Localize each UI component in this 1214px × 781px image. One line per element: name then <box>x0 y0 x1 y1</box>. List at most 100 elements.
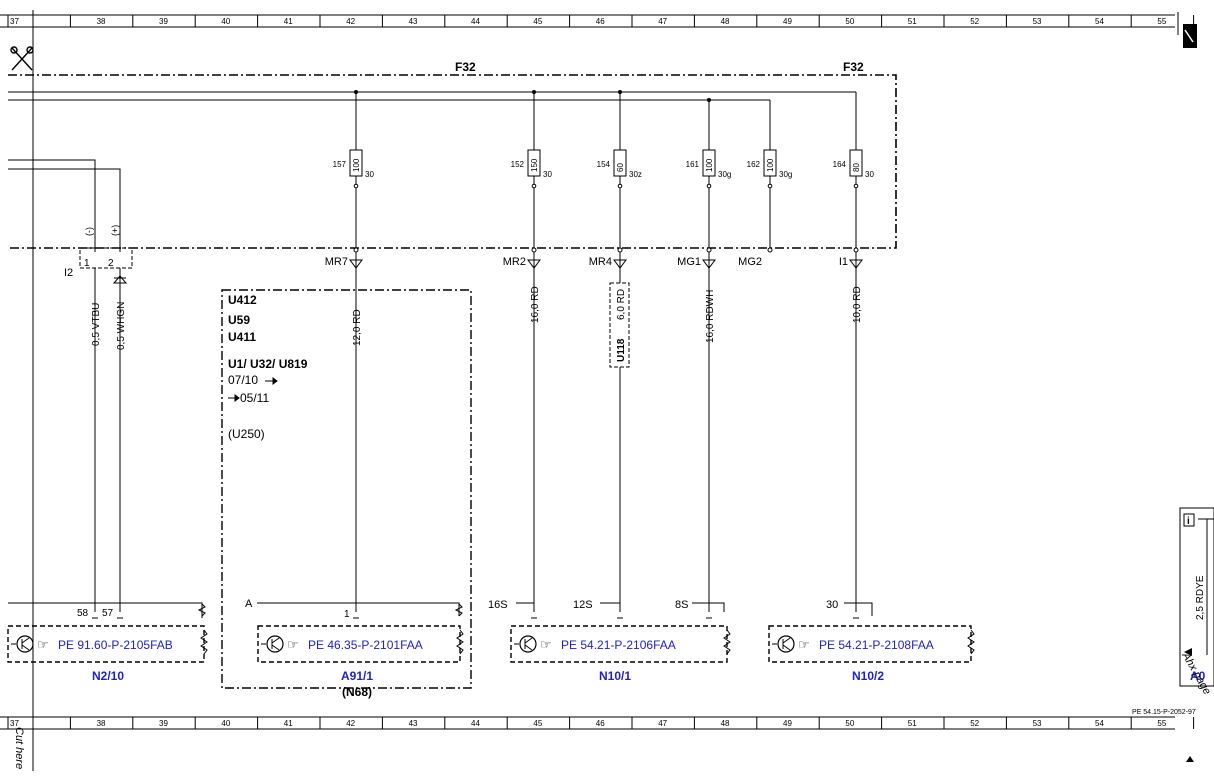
connector-pin2-sign: (+) <box>110 225 120 236</box>
wire-label-10rd: 10,0 RD <box>852 286 863 323</box>
connector-pin1: 1 <box>84 258 90 269</box>
grid-column-number: 46 <box>596 17 605 26</box>
fuse-terminal: 30z <box>629 170 642 179</box>
pin-1: 1 <box>344 609 350 620</box>
grid-column-number: 39 <box>159 719 168 728</box>
output-mr2: MR2 <box>503 252 541 270</box>
component-ref-link[interactable]: PE 54.21-P-2106FAA <box>561 638 676 652</box>
output-i1: I1 <box>839 252 863 270</box>
variant-line-1: U412 <box>228 293 257 307</box>
grid-column-number: 50 <box>845 17 854 26</box>
continue-page: Ahx page <box>1179 650 1213 697</box>
grid-column-number: 42 <box>346 719 355 728</box>
variant-line-7: (U250) <box>228 427 265 441</box>
output-mg2: MG2 <box>738 256 762 268</box>
output-arrow-icon <box>849 259 863 269</box>
output-label: MR2 <box>503 256 526 268</box>
vertical-wires <box>355 270 857 612</box>
pin-57: 57 <box>102 608 114 619</box>
variant-line-2: U59 <box>228 313 250 327</box>
arrow-icons <box>228 377 278 402</box>
output-label: MG2 <box>738 256 762 268</box>
output-arrow-icon <box>702 259 716 269</box>
component-ref-link[interactable]: PE 46.35-P-2101FAA <box>308 638 423 652</box>
variant-line-4: U1/ U32/ U819 <box>228 357 308 371</box>
transistor-icon <box>266 635 284 653</box>
wire-label-12rd: 12,0 RD <box>352 309 363 346</box>
pin-8s: 8S <box>675 599 688 611</box>
grid-column-number: 37 <box>10 17 19 26</box>
fuse-rating: 100 <box>766 158 775 172</box>
grid-column-number: 41 <box>284 17 293 26</box>
right-wire-label: 2,5 RDYE <box>1195 575 1206 620</box>
fuse-number: 152 <box>511 160 525 169</box>
wire-label-16rd: 16,0 RD <box>530 286 541 323</box>
pointing-hand-icon: ☞ <box>37 637 49 652</box>
variant-line-3: U411 <box>228 330 256 344</box>
cut-here-label: Cut here <box>13 727 25 769</box>
grid-column-number: 47 <box>658 719 667 728</box>
wire-label-6rd: 6,0 RD <box>616 289 627 320</box>
output-arrow-icon <box>527 259 541 269</box>
info-icon <box>1183 513 1195 527</box>
output-mr7: MR7 <box>325 252 363 270</box>
wire-label-u118: U118 <box>616 338 627 362</box>
fuse-rating: 100 <box>705 158 714 172</box>
fuse-terminal: 30g <box>718 170 731 179</box>
pointing-hand-icon: ☞ <box>798 637 810 652</box>
connector-i2: I2 1 2 (-) (+) <box>64 225 133 612</box>
grid-column-number: 43 <box>409 719 418 728</box>
component-box <box>7 625 205 663</box>
grid-column-number: 46 <box>596 719 605 728</box>
grid-column-number: 44 <box>471 719 480 728</box>
variant-line-5: 07/10 <box>228 373 258 387</box>
grid-column-number: 55 <box>1157 17 1166 26</box>
fuse-terminal: 30 <box>543 170 552 179</box>
grid-column-number: 49 <box>783 17 792 26</box>
grid-column-number: 54 <box>1095 17 1104 26</box>
fuse-number: 162 <box>747 160 761 169</box>
top-grid-ruler <box>0 14 1175 28</box>
component-n210[interactable]: ☞ PE 91.60-P-2105FAB N2/10 <box>7 625 208 683</box>
grid-column-number: 48 <box>721 719 730 728</box>
grid-column-number: 52 <box>970 719 979 728</box>
output-group: MR7 MR2 MR4 MG1 MG2 I1 <box>325 252 863 270</box>
fuse-rating: 150 <box>530 158 539 172</box>
variant-text: U412 U59 U411 U1/ U32/ U819 07/10 05/11 … <box>228 293 308 441</box>
component-ref-link[interactable]: PE 91.60-P-2105FAB <box>58 638 173 652</box>
output-mr4: MR4 <box>589 252 627 270</box>
zigzags <box>197 603 463 617</box>
output-label: MR4 <box>589 256 612 268</box>
fuse-number: 164 <box>833 160 847 169</box>
output-mg1: MG1 <box>677 252 716 270</box>
component-ref-link[interactable]: PE 54.21-P-2108FAA <box>819 638 934 652</box>
wire-label-vtbu: 0,5 VTBU <box>91 303 102 346</box>
connector-pin1-sign: (-) <box>84 227 94 236</box>
grid-column-number: 55 <box>1157 719 1166 728</box>
scissors-icon <box>10 46 34 71</box>
doc-ref: PE 54.15-P-2052-97 <box>1132 709 1196 716</box>
pin-labels: 58 57 A 1 16S 12S 8S 30 <box>77 598 838 620</box>
grid-column-number: 45 <box>533 719 542 728</box>
pointing-hand-icon: ☞ <box>540 637 552 652</box>
grid-column-number: 37 <box>10 719 19 728</box>
grid-column-number: 49 <box>783 719 792 728</box>
grid-column-number: 51 <box>908 719 917 728</box>
fuse-terminal: 30 <box>865 170 874 179</box>
grid-column-number: 53 <box>1033 719 1042 728</box>
connector-pin2: 2 <box>108 258 114 269</box>
pin-30: 30 <box>826 599 838 611</box>
component-name: N2/10 <box>92 669 124 683</box>
grid-column-number: 45 <box>533 17 542 26</box>
grid-column-number: 47 <box>658 17 667 26</box>
